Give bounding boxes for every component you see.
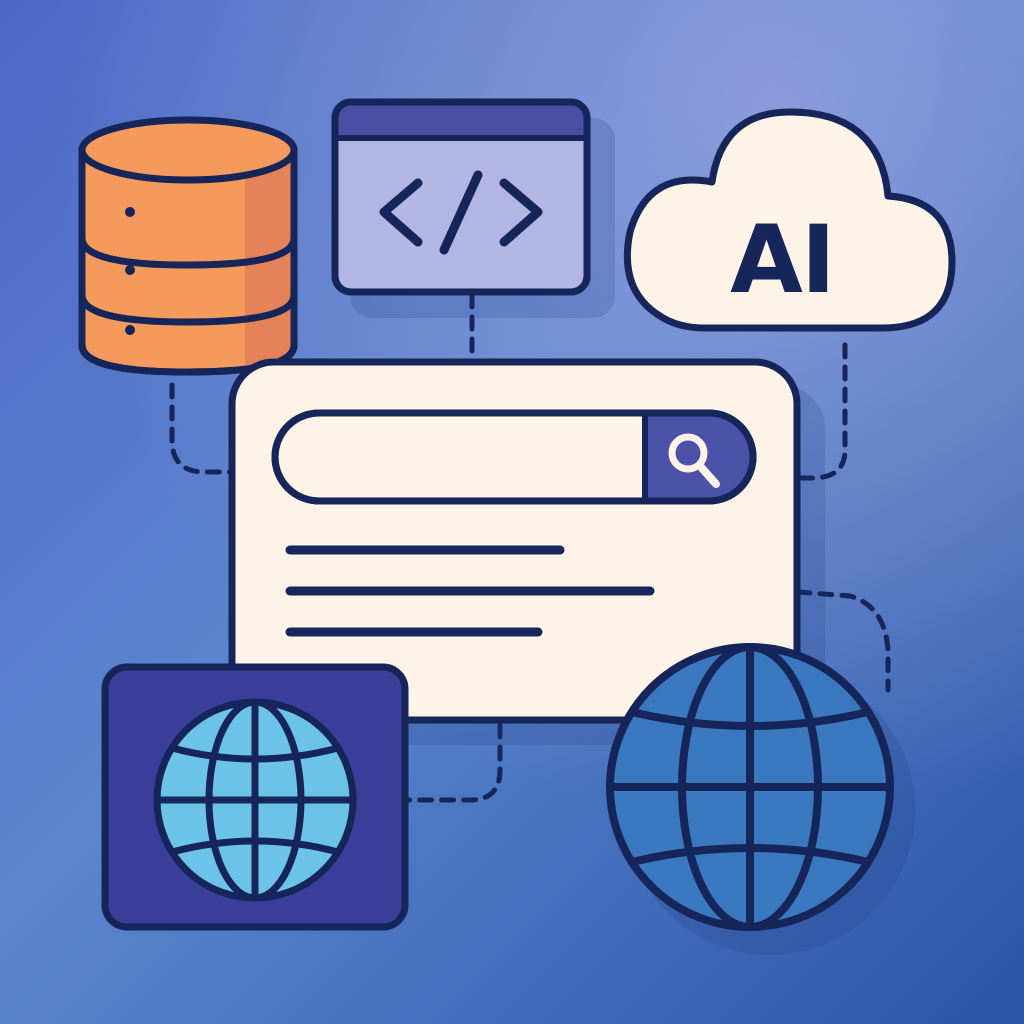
connector-card-to-globe-tile <box>405 722 503 803</box>
globe-icon <box>153 698 357 902</box>
search-icon <box>668 433 720 488</box>
cloud-label: AI <box>730 206 834 315</box>
search-button[interactable] <box>271 409 757 505</box>
connector-cloud-to-card <box>792 342 848 481</box>
cloud-ai-icon: AI <box>623 108 956 332</box>
globe-icon <box>606 643 894 931</box>
search-results <box>285 545 655 637</box>
dashed-connectors <box>169 292 891 803</box>
globe-tile <box>101 663 409 931</box>
database-icon <box>78 116 298 376</box>
code-window-icon <box>331 98 591 296</box>
connector-card-to-right <box>795 589 891 693</box>
code-glyph <box>379 170 543 255</box>
connector-database-to-card <box>169 382 235 475</box>
